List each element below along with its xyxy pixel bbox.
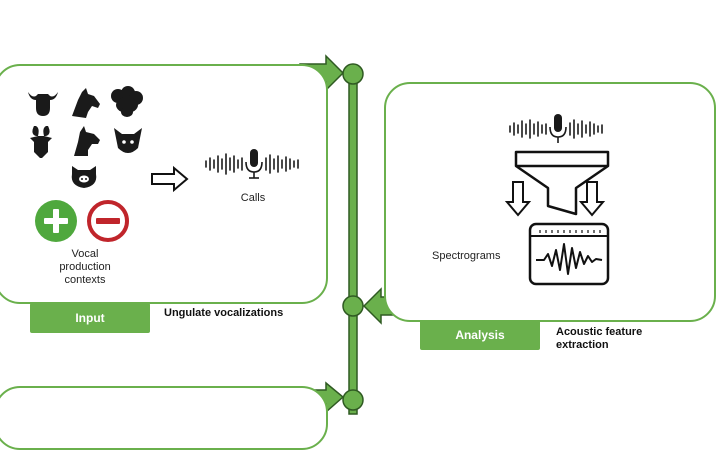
analysis-note: Acoustic feature extraction [556, 326, 696, 352]
down-arrow-right-icon [578, 181, 606, 217]
microphone-icon [245, 149, 263, 179]
analysis-waveform-icon [509, 114, 603, 143]
analysis-tag: Analysis [420, 320, 540, 350]
goat-icon [30, 126, 52, 158]
input-tag: Input [30, 303, 150, 333]
minus-icon [87, 200, 129, 242]
connector-spine [299, 54, 396, 415]
pig-icon [114, 128, 142, 153]
calls-waveform-icon [205, 149, 299, 179]
microphone-icon [549, 114, 567, 143]
spectrograms-label: Spectrograms [432, 250, 501, 262]
plus-icon [35, 200, 77, 242]
animal-icons [28, 86, 143, 188]
bottom-panel [0, 386, 328, 450]
spectrogram-wave [536, 243, 603, 275]
spectrogram-window-icon [528, 222, 610, 286]
contexts-label-line-2: production [59, 261, 111, 273]
analysis-note-line-2: extraction [556, 339, 609, 351]
horse-head-icon [74, 126, 100, 156]
pig-face-icon [71, 166, 97, 188]
contexts-label-line-3: contexts [64, 274, 106, 286]
funnel-icon [514, 150, 610, 216]
spine-node-middle [342, 295, 364, 317]
analysis-note-line-1: Acoustic feature [556, 326, 643, 338]
contexts-label: Vocal production contexts [40, 248, 130, 287]
cow-icon [28, 92, 58, 116]
spine-node-top [342, 63, 364, 85]
context-icons [35, 200, 129, 242]
spine-node-bottom [342, 389, 364, 411]
calls-label: Calls [240, 192, 266, 204]
sheep-icon [111, 86, 143, 117]
input-note: Ungulate vocalizations [164, 307, 284, 319]
down-arrow-left-icon [504, 181, 532, 217]
horse-icon [72, 88, 100, 118]
arrow-right-icon [151, 165, 189, 193]
contexts-label-line-1: Vocal [71, 248, 99, 260]
